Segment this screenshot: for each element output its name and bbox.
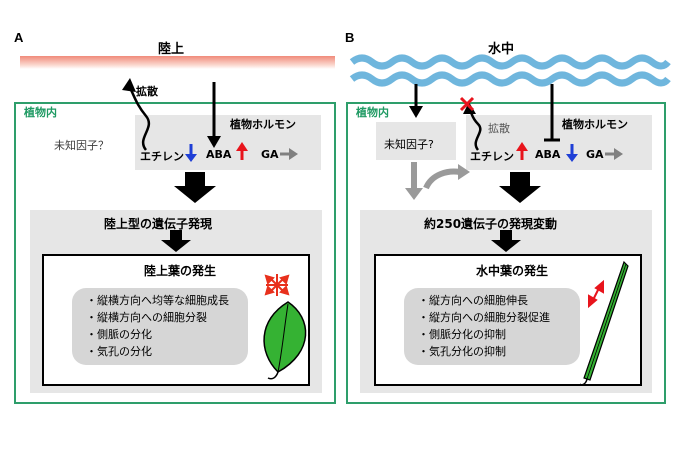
panel-a-plant-frame (14, 102, 336, 404)
squiggle-arrow-icon (468, 109, 482, 151)
panel-a-diffusion: 拡散 (136, 85, 158, 98)
ethylene-down-icon (185, 154, 197, 162)
panel-b-bullet-list: ・縦方向への細胞伸長 ・縦方向への細胞分裂促進 ・側脈分化の抑制 ・気孔分化の抑… (418, 292, 550, 360)
panel-b-leaf-title: 水中葉の発生 (476, 264, 549, 278)
ga-right-icon (614, 148, 623, 160)
big-down-arrow-icon (174, 172, 216, 203)
ethylene-up-icon (516, 142, 528, 151)
panel-a-bullet-3: ・側脈の分化 (86, 328, 152, 341)
thin-leaf-icon (579, 260, 629, 386)
panel-b-bullet-1: ・縦方向への細胞伸長 (418, 294, 528, 307)
arrow-down-icon (409, 106, 423, 118)
panel-a-aba: ABA (206, 148, 232, 161)
panel-b-bullet-4: ・気孔分化の抑制 (418, 345, 506, 358)
panel-a-bullet-2: ・縦横方向への細胞分裂 (86, 311, 207, 324)
small-down-arrow-icon (161, 230, 191, 252)
arrow-up-icon (122, 78, 136, 92)
panel-b-inside-label: 植物内 (356, 106, 389, 119)
panel-b-ethylene: エチレン (470, 150, 514, 163)
aba-up-icon (236, 142, 248, 151)
panel-a-bullet-4: ・気孔の分化 (86, 345, 152, 358)
panel-a-hormone-box (135, 115, 321, 170)
gray-down-arrow-icon (405, 188, 423, 200)
panel-a-leaf-title: 陸上葉の発生 (144, 264, 217, 278)
panel-b-letter: B (345, 30, 355, 45)
ga-right-icon (289, 148, 298, 160)
panel-b-aba: ABA (535, 148, 561, 161)
gray-right-arrow-icon (458, 164, 470, 180)
air-band (20, 56, 335, 69)
panel-b-diffusion: 拡散 (488, 122, 510, 135)
arrow-down-icon (207, 136, 221, 148)
panel-a-bullet-bubble (72, 288, 248, 365)
panel-b-title: 水中 (488, 42, 515, 57)
panel-b-unknown-box (376, 122, 456, 160)
panel-b-hormone-box (466, 115, 652, 170)
panel-a-letter: A (14, 30, 24, 45)
panel-a-bullet-1: ・縦横方向へ均等な細胞成長 (86, 294, 229, 307)
panel-a-ethylene: エチレン (140, 150, 184, 163)
panel-b-bullet-3: ・側脈分化の抑制 (418, 328, 506, 341)
squiggle-arrow-icon (128, 87, 151, 151)
panel-b-bullet-bubble (404, 288, 580, 365)
panel-a-inside-label: 植物内 (24, 106, 57, 119)
panel-a-unknown-factor: 未知因子？ (54, 139, 109, 152)
big-down-arrow-icon (499, 172, 541, 203)
panel-a-hormones-title: 植物ホルモン (230, 118, 296, 131)
double-arrow-icon (588, 279, 604, 309)
panel-b-gene-expression: 約250遺伝子の発現変動 (424, 217, 558, 231)
panel-a-gene-expression: 陸上型の遺伝子発現 (104, 217, 213, 231)
panel-b-bullet-2: ・縦方向への細胞分裂促進 (418, 311, 550, 324)
cross-icon (459, 96, 475, 112)
leaf-icon (263, 301, 307, 380)
panel-b-plant-frame (346, 102, 666, 404)
panel-a-title: 陸上 (158, 42, 185, 57)
aba-down-icon (566, 154, 578, 162)
panel-a-ga: GA (261, 148, 279, 161)
panel-a-bullet-list: ・縦横方向へ均等な細胞成長 ・縦横方向への細胞分裂 ・側脈の分化 ・気孔の分化 (86, 292, 229, 360)
small-down-arrow-icon (491, 230, 521, 252)
expansion-arrows-icon (264, 274, 290, 296)
panel-b-ga: GA (586, 148, 604, 161)
panel-b-unknown-factor: 未知因子? (384, 138, 434, 151)
panel-b-hormones-title: 植物ホルモン (562, 118, 628, 131)
